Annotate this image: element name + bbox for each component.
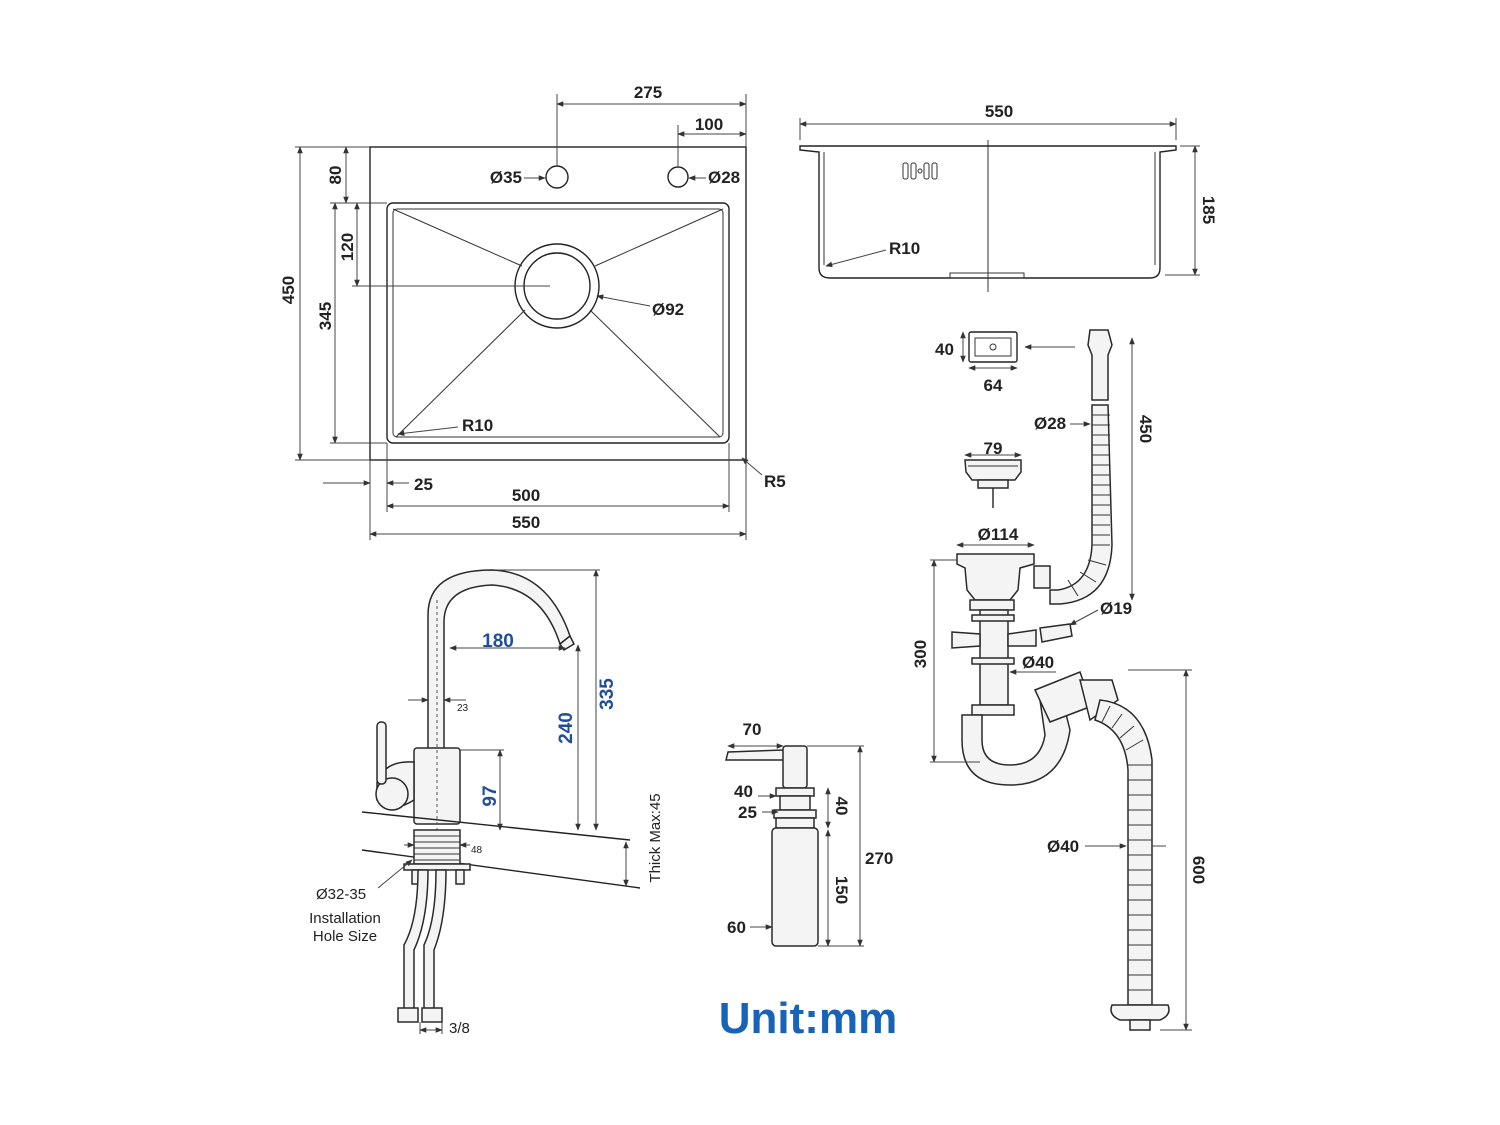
dim-450: 450 <box>279 276 298 304</box>
dim-side-550: 550 <box>985 102 1013 121</box>
label-hole-size-text: Hole Size <box>313 928 377 945</box>
label-r5: R5 <box>764 472 786 491</box>
dim-faucet-48: 48 <box>471 845 483 856</box>
dim-hose-600: 600 <box>1189 856 1208 884</box>
sink-side-view: 550 185 R10 <box>799 102 1218 292</box>
label-r10: R10 <box>462 416 493 435</box>
sink-top-view: 275 100 Ø35 Ø28 Ø92 R10 R5 450 345 80 12… <box>279 83 786 540</box>
dim-faucet-240: 240 <box>556 712 577 744</box>
basket-strainer <box>964 459 1022 481</box>
sink-outline <box>369 146 747 461</box>
dim-120: 120 <box>338 233 357 261</box>
label-hose-40: Ø40 <box>1047 837 1079 856</box>
overflow-cover: 40 64 <box>935 331 1075 395</box>
label-thread: 3/8 <box>449 1020 470 1037</box>
dim-100: 100 <box>695 115 723 134</box>
faucet: 180 335 240 97 23 48 Thick Max:45 Ø32-35… <box>309 569 664 1037</box>
dim-dispenser-collar: 40 <box>832 797 851 816</box>
accessory-hole <box>667 166 689 188</box>
basin-outline <box>386 202 730 444</box>
dim-185: 185 <box>1199 196 1218 224</box>
dim-550: 550 <box>512 513 540 532</box>
label-overflow-hose: Ø28 <box>1034 414 1066 433</box>
soap-dispenser: 70 40 25 40 270 150 60 <box>725 720 893 947</box>
dim-overflow-64: 64 <box>984 376 1003 395</box>
tap-hole <box>545 165 569 189</box>
label-hole-size: Ø32-35 <box>316 886 366 903</box>
label-inlet-19: Ø19 <box>1100 599 1132 618</box>
dim-faucet-reach: 180 <box>482 631 514 652</box>
label-drain: Ø92 <box>652 300 684 319</box>
unit-label: Unit:mm <box>719 994 897 1043</box>
label-side-r10: R10 <box>889 239 920 258</box>
dim-275: 275 <box>634 83 662 102</box>
dim-dispenser-25: 25 <box>738 803 757 822</box>
label-tap-hole: Ø35 <box>490 168 522 187</box>
dim-overflow-450: 450 <box>1136 415 1155 443</box>
dim-dispenser-270: 270 <box>865 849 893 868</box>
label-thickness: Thick Max:45 <box>647 793 664 882</box>
dim-basket-79: 79 <box>984 439 1003 458</box>
dim-faucet-97: 97 <box>480 785 501 806</box>
dim-500: 500 <box>512 486 540 505</box>
dim-faucet-23: 23 <box>457 703 469 714</box>
dim-dispenser-150: 150 <box>832 876 851 904</box>
dim-flange-114: Ø114 <box>978 525 1019 544</box>
dim-overflow-40: 40 <box>935 340 954 359</box>
dim-345: 345 <box>316 302 335 330</box>
drain-kit: Ø28 450 79 Ø114 Ø19 Ø40 <box>911 329 1208 1031</box>
label-pipe-40: Ø40 <box>1022 653 1054 672</box>
dim-dispenser-70: 70 <box>743 720 762 739</box>
dim-drain-300: 300 <box>911 640 930 668</box>
dim-dispenser-60: 60 <box>727 918 746 937</box>
drain-hose <box>1094 699 1153 1006</box>
label-accessory-hole: Ø28 <box>708 168 740 187</box>
dim-80: 80 <box>326 166 345 185</box>
dim-dispenser-40: 40 <box>734 782 753 801</box>
label-installation: Installation <box>309 910 381 927</box>
dim-faucet-335: 335 <box>597 678 618 710</box>
dim-25: 25 <box>414 475 433 494</box>
